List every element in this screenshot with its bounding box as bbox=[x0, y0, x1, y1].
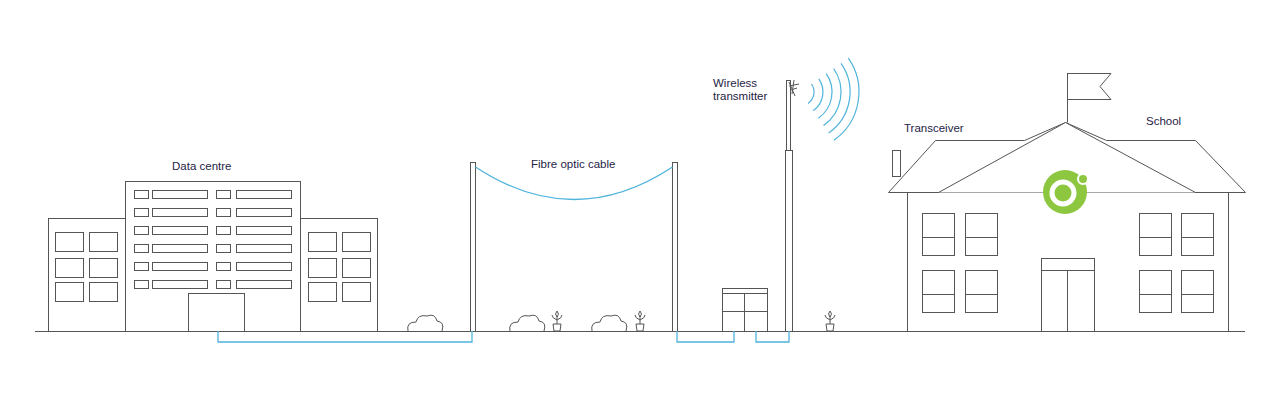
window bbox=[217, 227, 231, 235]
window bbox=[135, 209, 149, 217]
window bbox=[237, 245, 292, 253]
wireless-waves bbox=[808, 58, 859, 140]
window bbox=[56, 233, 84, 252]
window bbox=[135, 191, 149, 199]
window bbox=[237, 263, 292, 271]
window-bar bbox=[923, 237, 955, 238]
window bbox=[135, 263, 149, 271]
window bbox=[217, 245, 231, 253]
window-bar bbox=[1182, 237, 1214, 238]
window bbox=[153, 191, 208, 199]
wave-arc bbox=[829, 63, 850, 133]
window bbox=[309, 283, 337, 302]
window bbox=[153, 209, 208, 217]
transmitter-mast bbox=[786, 80, 800, 332]
transceiver-box bbox=[893, 151, 901, 177]
wave-arc bbox=[834, 58, 859, 140]
window bbox=[966, 214, 998, 256]
window bbox=[153, 245, 208, 253]
window bbox=[923, 271, 955, 313]
window bbox=[135, 281, 149, 289]
data-centre-windows bbox=[56, 191, 371, 302]
window bbox=[966, 271, 998, 313]
plant bbox=[825, 311, 835, 331]
wave-arc bbox=[818, 74, 832, 119]
window-bar bbox=[923, 294, 955, 295]
window bbox=[90, 259, 118, 278]
window bbox=[343, 259, 371, 278]
window bbox=[309, 233, 337, 252]
window bbox=[56, 283, 84, 302]
window bbox=[237, 209, 292, 217]
text-label: Data centre bbox=[172, 160, 292, 173]
wave-arc bbox=[813, 79, 823, 111]
window bbox=[153, 263, 208, 271]
window bbox=[217, 191, 231, 199]
fibre-cabling bbox=[218, 167, 789, 342]
text-label: Transceiver bbox=[904, 122, 1014, 135]
window bbox=[90, 233, 118, 252]
window bbox=[217, 263, 231, 271]
window bbox=[153, 281, 208, 289]
data-centre-building bbox=[49, 182, 378, 332]
window bbox=[153, 227, 208, 235]
window-bar bbox=[966, 237, 998, 238]
school-building bbox=[889, 73, 1246, 332]
bushes bbox=[408, 315, 627, 331]
street-cabinet bbox=[723, 289, 768, 332]
plant bbox=[552, 311, 562, 331]
window bbox=[923, 214, 955, 256]
pole bbox=[673, 163, 678, 332]
window-bar bbox=[966, 294, 998, 295]
window bbox=[1140, 214, 1172, 256]
window bbox=[1182, 214, 1214, 256]
logo bbox=[1043, 170, 1088, 214]
window bbox=[56, 259, 84, 278]
window bbox=[217, 209, 231, 217]
window-bar bbox=[1140, 294, 1172, 295]
window bbox=[135, 227, 149, 235]
window bbox=[237, 191, 292, 199]
text-label: School bbox=[1146, 115, 1236, 128]
window bbox=[237, 227, 292, 235]
window bbox=[237, 281, 292, 289]
wave-arc bbox=[824, 69, 842, 126]
window bbox=[1182, 271, 1214, 313]
window bbox=[309, 259, 337, 278]
window bbox=[343, 233, 371, 252]
small-plants bbox=[552, 311, 835, 331]
window-bar bbox=[1182, 294, 1214, 295]
pole bbox=[471, 163, 476, 332]
window bbox=[135, 245, 149, 253]
school-windows bbox=[923, 214, 1214, 313]
window bbox=[343, 283, 371, 302]
window bbox=[217, 281, 231, 289]
plant bbox=[635, 311, 645, 331]
wave-arc bbox=[808, 84, 814, 104]
window bbox=[1140, 271, 1172, 313]
text-label: Fibre optic cable bbox=[531, 158, 671, 171]
window bbox=[90, 283, 118, 302]
window-bar bbox=[1140, 237, 1172, 238]
text-label: Wireless transmitter bbox=[713, 77, 785, 103]
